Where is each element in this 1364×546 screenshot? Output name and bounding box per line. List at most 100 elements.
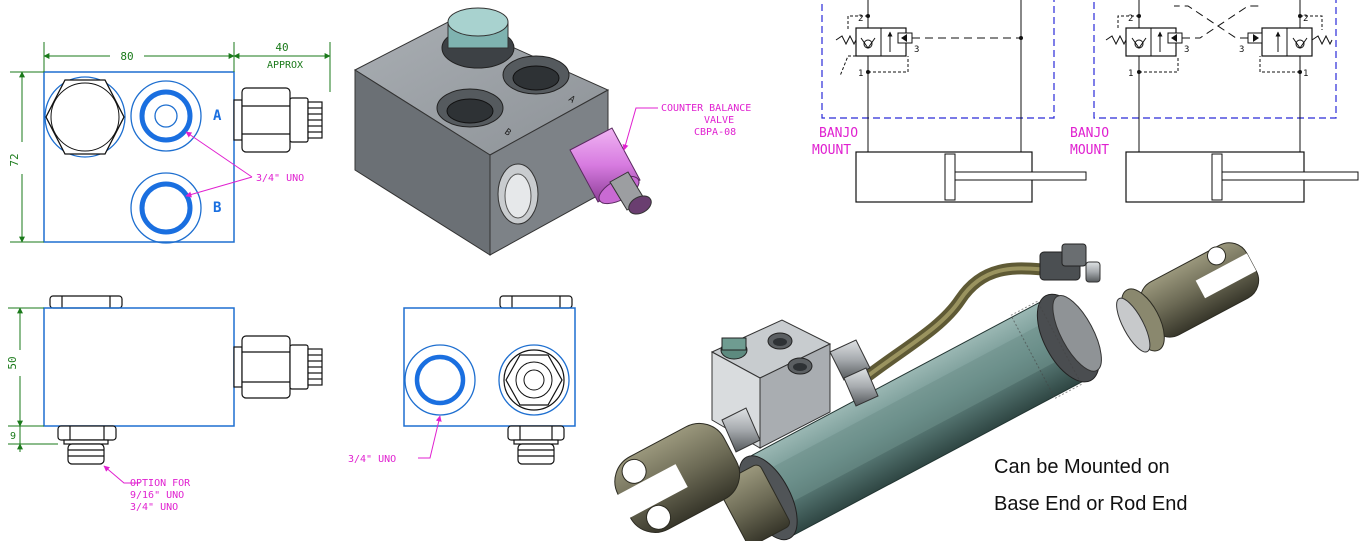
iso-face-label-a: A (566, 94, 577, 106)
schematic-left-rod (954, 171, 1087, 181)
side-view: 3/4" UNO (348, 295, 576, 465)
top-fitting (233, 87, 323, 153)
schematic-left-check-seat (860, 37, 876, 49)
front-dimensions (8, 307, 58, 452)
port-a-spotface (130, 80, 202, 152)
schematic-right-valve-a-pilot-tri (1171, 34, 1177, 42)
hose-fitting-top (1039, 243, 1101, 283)
schematic-right-drain-1 (1117, 15, 1139, 30)
iso-callout-line3: CBPA-08 (694, 127, 736, 138)
cylinder-assembly-render: Can be Mounted on Base End or Rod End (613, 242, 1260, 546)
side-block-outline (403, 307, 576, 427)
port-a-ring (139, 89, 193, 143)
dim-offset-9: 9 (10, 431, 16, 442)
rod-clevis (1116, 242, 1260, 353)
schematic-left-piston (944, 153, 956, 201)
schematic-right-valve-b-spring-icon (1311, 34, 1333, 46)
port-b-label: B (213, 200, 221, 216)
caption-line1: Can be Mounted on (994, 456, 1170, 478)
front-callout-line1: OPTION FOR (130, 478, 191, 489)
cylinder-valve-block (710, 319, 879, 453)
schematic-left-port-3: 3 (914, 45, 919, 55)
iso-port-a-inner (512, 65, 560, 91)
side-fitting-bore (523, 369, 545, 391)
schematic-right-node-1a (1137, 70, 1141, 74)
iso-view: A B COUNTER BALANCE VALVE CBPA-08 (353, 7, 751, 256)
schematic-right-port-3a: 3 (1184, 45, 1189, 55)
schematic-left-node-2 (866, 14, 870, 18)
iso-port-b-inner (446, 98, 494, 124)
iso-side-port-inner (504, 173, 532, 219)
iso-callout-leader (622, 107, 658, 151)
schematic-right-valve-b-seat (1292, 37, 1308, 49)
schematic-left-drain-3 (839, 55, 856, 77)
top-callout-leaders (185, 131, 253, 198)
schematic-right-port-1b: 1 (1303, 69, 1308, 79)
front-block-outline (43, 307, 235, 427)
schematic-right-banjo-boundary (1093, 0, 1337, 119)
dim-fitting-40: 40 (275, 41, 288, 54)
schematic-right-label-line2: MOUNT (1070, 143, 1109, 158)
top-port-callout: 3/4" UNO (256, 173, 304, 184)
base-clevis (613, 422, 741, 533)
hex-plug-inner-circle (50, 82, 120, 152)
side-port-callout: 3/4" UNO (348, 454, 396, 465)
schematic-left-spring-icon (835, 34, 857, 46)
schematic-left-node (1019, 36, 1023, 40)
side-port-spotface (404, 344, 476, 416)
side-fitting-inner (515, 361, 553, 399)
dim-fitting-note: APPROX (267, 60, 303, 71)
side-top-plug (499, 295, 573, 309)
front-callout-leader (103, 465, 140, 484)
schematic-right-rod (1221, 171, 1359, 181)
dim-height-50: 50 (6, 356, 19, 369)
top-plug-circle (44, 76, 126, 158)
port-b-ring (139, 181, 193, 235)
front-callout-line3: 3/4" UNO (130, 502, 178, 513)
schematic-right-port-2a: 2 (1128, 14, 1133, 24)
schematic-right-valve-b-pilot-tri (1253, 34, 1259, 42)
port-a-label: A (213, 108, 222, 124)
schematic-right-drain-2 (1139, 56, 1179, 73)
front-callout-line2: 9/16" UNO (130, 490, 184, 501)
side-bottom-plug (507, 425, 565, 465)
schematic-left-drain-1 (847, 15, 868, 30)
schematic-right-drain-3 (1300, 15, 1323, 30)
iso-callout-line1: COUNTER BALANCE (661, 103, 751, 114)
schematic-right-valve-a-spring-icon (1105, 34, 1127, 46)
port-b-spotface (130, 172, 202, 244)
front-bottom-plug (57, 425, 117, 465)
caption-line2: Base End or Rod End (994, 493, 1187, 515)
schematic-left-port-2: 2 (858, 14, 863, 24)
top-view: A B 80 40 (8, 41, 331, 244)
schematic-right-node-2b (1298, 14, 1302, 18)
schematic-left-banjo-boundary (821, 0, 1055, 119)
schematic-left-pilot-triangle (901, 34, 907, 42)
side-callout-leader (418, 415, 442, 459)
schematic-right-node-1b (1298, 70, 1302, 74)
schematic-left-port-1: 1 (858, 69, 863, 79)
front-view: 50 9 OPTION FOR 9/16" UNO 3/4" UNO (6, 295, 323, 513)
iso-face-label-b: B (502, 127, 512, 138)
cylinder-hose-highlight (854, 266, 1051, 387)
schematic-left-label-line2: MOUNT (812, 143, 851, 158)
schematic-left-drain-2 (868, 56, 909, 73)
schematic-right-label-line1: BANJO (1070, 126, 1109, 141)
schematic-right: 2 1 3 2 1 3 BANJO MOUNT (1070, 0, 1359, 203)
iso-plug-top (447, 7, 509, 37)
schematic-right-port-3b: 3 (1239, 45, 1244, 55)
top-view-block-outline (43, 71, 235, 243)
port-a-bore (154, 104, 178, 128)
schematic-right-pilot-line-1 (1182, 5, 1262, 39)
schematic-right-node-2a (1137, 14, 1141, 18)
front-fitting (233, 335, 323, 399)
schematic-left-node-1 (866, 70, 870, 74)
iso-counterbalance-valve (569, 127, 652, 215)
hex-plug-icon (45, 79, 125, 155)
schematic-right-port-1a: 1 (1128, 69, 1133, 79)
schematic-right-valve-a-seat (1131, 37, 1147, 49)
side-port-ring (414, 354, 466, 406)
schematic-left-label-line1: BANJO (819, 126, 858, 141)
